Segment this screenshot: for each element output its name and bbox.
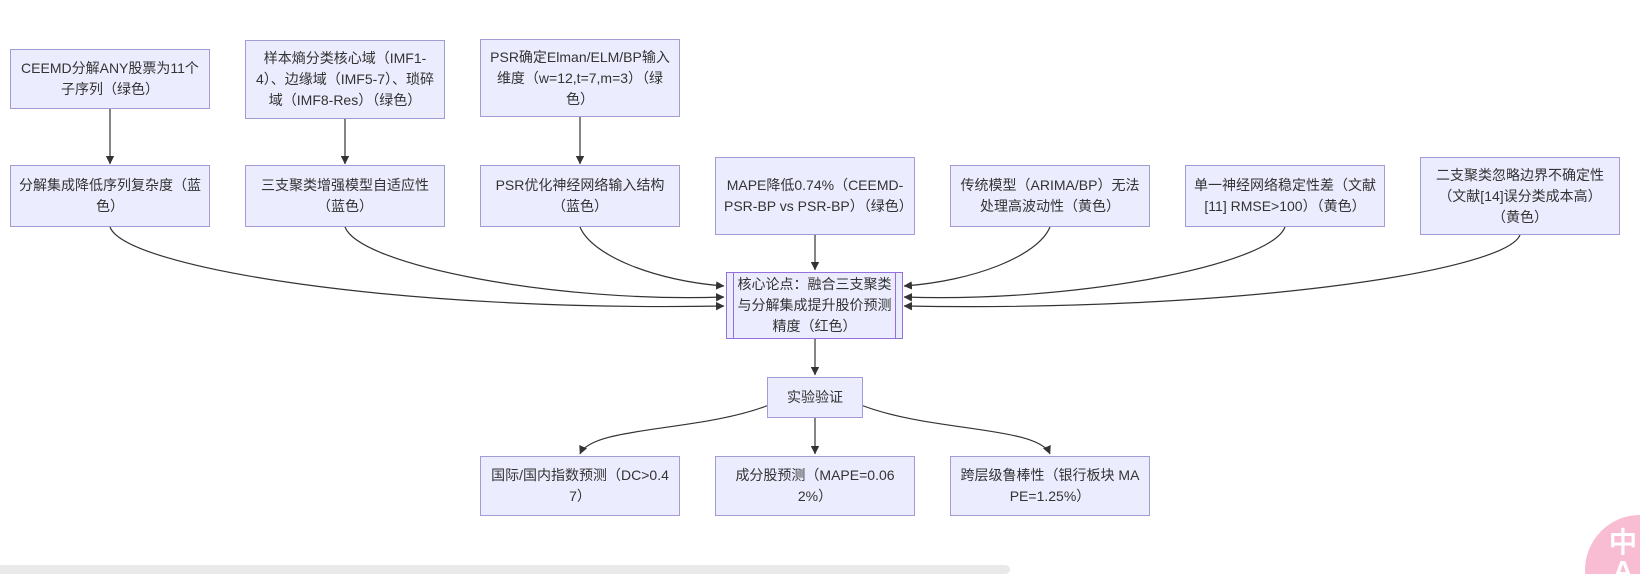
node-single-nn-unstable: 单一神经网络稳定性差（文献[11] RMSE>100）（黄色） (1185, 165, 1385, 227)
edge-psrstruct-to-core (579, 226, 725, 290)
node-label: 成分股预测（MAPE=0.062%） (735, 467, 895, 504)
node-label: 实验验证 (787, 389, 843, 405)
horizontal-scrollbar-thumb[interactable] (0, 565, 1010, 574)
edge-experiment-to-index (579, 404, 770, 455)
node-psr-structure: PSR优化神经网络输入结构（蓝色） (480, 165, 680, 227)
node-sample-entropy: 样本熵分类核心域（IMF1-4）、边缘域（IMF5-7）、琐碎域（IMF8-Re… (245, 40, 445, 119)
translate-icon: 中 A (1608, 527, 1637, 574)
node-threeway-adaptive: 三支聚类增强模型自适应性（蓝色） (245, 165, 445, 227)
node-label: PSR确定Elman/ELM/BP输入维度（w=12,t=7,m=3）（绿色） (490, 48, 670, 107)
node-psr-dimension: PSR确定Elman/ELM/BP输入维度（w=12,t=7,m=3）（绿色） (480, 39, 680, 117)
node-label: CEEMD分解ANY股票为11个子序列（绿色） (21, 60, 199, 97)
node-ceemd-decompose: CEEMD分解ANY股票为11个子序列（绿色） (10, 49, 210, 109)
edge-threeway-to-core (344, 226, 725, 302)
node-label: 核心论点：融合三支聚类与分解集成提升股价预测精度（红色） (737, 276, 892, 334)
edge-singlenn-to-core (903, 226, 1286, 302)
node-label: 二支聚类忽略边界不确定性（文献[14]误分类成本高）（黄色） (1436, 166, 1604, 225)
node-decomp-complexity: 分解集成降低序列复杂度（蓝色） (10, 165, 210, 227)
node-twoway-boundary: 二支聚类忽略边界不确定性（文献[14]误分类成本高）（黄色） (1420, 157, 1620, 235)
translate-button[interactable]: 中 A (1585, 515, 1640, 574)
node-result-stock: 成分股预测（MAPE=0.062%） (715, 456, 915, 516)
edge-traditional-to-core (903, 226, 1051, 290)
node-label: PSR优化神经网络输入结构（蓝色） (495, 177, 665, 214)
node-label: MAPE降低0.74%（CEEMD-PSR-BP vs PSR-BP）（绿色） (724, 177, 913, 214)
node-result-index: 国际/国内指数预测（DC>0.47） (480, 456, 680, 516)
node-mape-improve: MAPE降低0.74%（CEEMD-PSR-BP vs PSR-BP）（绿色） (715, 157, 915, 235)
node-label: 传统模型（ARIMA/BP）无法处理高波动性（黄色） (960, 177, 1140, 214)
edge-twoway-to-core (903, 234, 1521, 311)
node-label: 分解集成降低序列复杂度（蓝色） (19, 177, 201, 214)
node-label: 跨层级鲁棒性（银行板块 MAPE=1.25%） (960, 467, 1140, 504)
edge-experiment-to-robust (860, 404, 1051, 455)
node-experiment: 实验验证 (767, 377, 863, 418)
node-label: 国际/国内指数预测（DC>0.47） (491, 467, 669, 504)
node-label: 样本熵分类核心域（IMF1-4）、边缘域（IMF5-7）、琐碎域（IMF8-Re… (255, 50, 435, 108)
node-result-robust: 跨层级鲁棒性（银行板块 MAPE=1.25%） (950, 456, 1150, 516)
node-traditional-limit: 传统模型（ARIMA/BP）无法处理高波动性（黄色） (950, 165, 1150, 227)
node-label: 三支聚类增强模型自适应性（蓝色） (261, 177, 429, 214)
edge-decomp-to-core (109, 226, 725, 311)
node-label: 单一神经网络稳定性差（文献[11] RMSE>100）（黄色） (1194, 177, 1376, 214)
node-core-thesis: 核心论点：融合三支聚类与分解集成提升股价预测精度（红色） (726, 272, 903, 339)
